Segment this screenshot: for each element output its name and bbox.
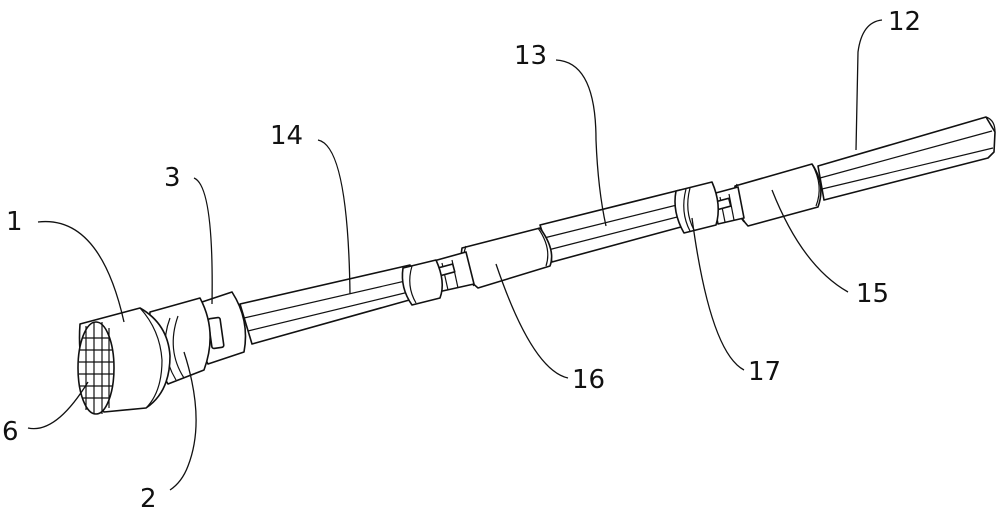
leader-1 xyxy=(37,220,125,323)
label-2: 2 xyxy=(140,484,157,514)
part-15-sleeve xyxy=(733,163,822,227)
rod-14-collar xyxy=(401,259,444,306)
leader-17 xyxy=(691,217,745,371)
reference-numerals: 1 2 3 6 12 13 14 15 16 17 xyxy=(2,7,921,514)
part-16-sleeve xyxy=(460,227,553,289)
leader-15 xyxy=(771,189,849,293)
part-17-ring xyxy=(674,181,720,234)
leader-16 xyxy=(495,263,569,379)
leader-3 xyxy=(193,177,213,305)
part-14-rod xyxy=(239,264,421,345)
label-13: 13 xyxy=(514,41,547,71)
label-14: 14 xyxy=(270,121,303,151)
leader-6 xyxy=(27,381,89,430)
leader-lines xyxy=(27,19,883,491)
label-16: 16 xyxy=(572,365,605,395)
leader-13 xyxy=(555,59,607,227)
leader-14 xyxy=(317,139,351,295)
label-1: 1 xyxy=(6,207,23,237)
leader-2 xyxy=(169,351,197,491)
part-12-rod xyxy=(817,116,996,201)
part-6-mesh-screen xyxy=(77,321,115,415)
label-3: 3 xyxy=(164,163,181,193)
part-13-rod xyxy=(539,189,693,263)
label-6: 6 xyxy=(2,417,19,447)
label-17: 17 xyxy=(748,357,781,387)
label-15: 15 xyxy=(856,279,889,309)
mesh-grid xyxy=(79,322,113,414)
leader-12 xyxy=(855,19,883,151)
label-12: 12 xyxy=(888,7,921,37)
